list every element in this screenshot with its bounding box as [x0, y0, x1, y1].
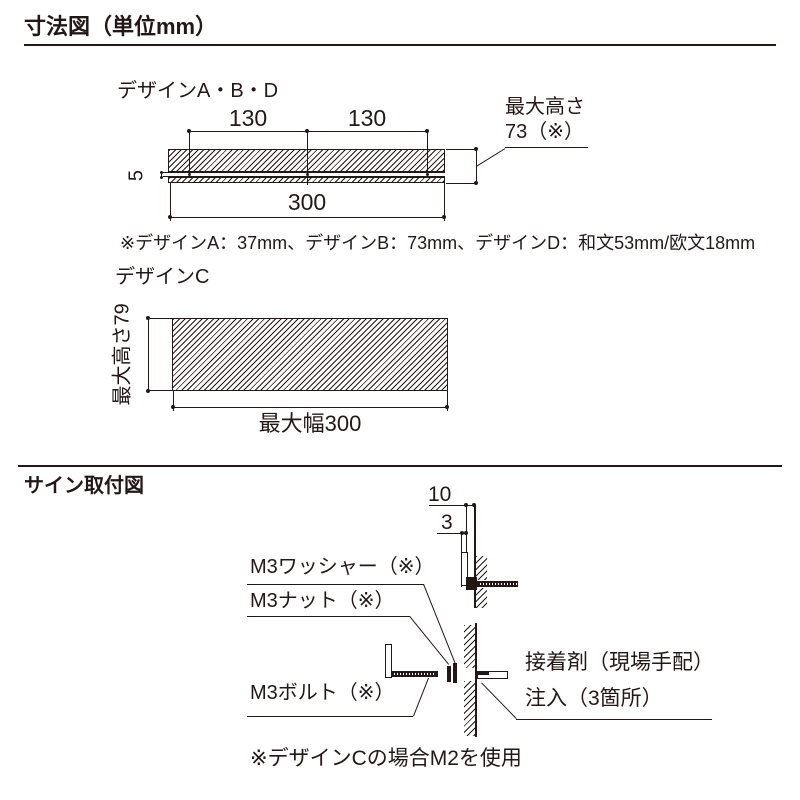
- extension-line: [148, 318, 172, 319]
- bolt-position-dot: [305, 172, 309, 176]
- dim-5: 5: [125, 169, 148, 182]
- dimension-line: [437, 533, 467, 534]
- section-title-mounting: サイン取付図: [24, 475, 144, 497]
- dim-300: 300: [287, 189, 327, 215]
- dim-130-left: 130: [228, 105, 268, 131]
- dim-dot: [146, 389, 150, 393]
- dim-dot: [442, 215, 446, 219]
- dim-dot: [159, 175, 163, 179]
- leader-line: [413, 677, 429, 717]
- sign-bar-hatch-top: [168, 149, 445, 172]
- callout-underline: [247, 584, 424, 585]
- wall-hatch: [464, 625, 475, 668]
- bolt-thread: [480, 583, 517, 585]
- extension-line: [148, 390, 172, 391]
- bolt-position-dot: [187, 172, 191, 176]
- design-abd-note: ※デザインA：37mm、デザインB：73mm、デザインD：和文53mm/欧文18…: [120, 233, 756, 253]
- callout-underline: [247, 616, 410, 617]
- bolt-position-dot: [425, 172, 429, 176]
- bolt-label: M3ボルト（※）: [250, 682, 395, 704]
- dim-dot: [168, 215, 172, 219]
- extension-line: [446, 149, 477, 150]
- design-c-panel: [172, 318, 448, 391]
- dimension-line: [170, 217, 444, 218]
- leader-line: [409, 616, 450, 665]
- extension-line: [444, 183, 445, 221]
- extension-line: [173, 391, 174, 411]
- sign-panel-section: [461, 552, 468, 586]
- leader-line: [476, 148, 506, 167]
- dimension-line: [429, 505, 475, 506]
- leader-line: [481, 682, 517, 719]
- dim-dot: [474, 147, 478, 151]
- extension-line: [446, 183, 477, 184]
- nut: [447, 666, 451, 682]
- callout-underline: [516, 719, 712, 720]
- section-title-dimensions: 寸法図（単位mm）: [24, 14, 218, 39]
- dim-dot: [159, 170, 163, 174]
- dimension-line: [148, 318, 149, 391]
- max-height-label-line2: 73（※）: [505, 121, 585, 143]
- callout-underline: [247, 716, 413, 717]
- sign-bar-hatch-bottom: [168, 177, 445, 183]
- washer-label: M3ワッシャー（※）: [250, 556, 435, 578]
- extension-line: [170, 183, 171, 221]
- extension-line: [466, 505, 467, 552]
- design-abd-label: デザインA・B・D: [117, 80, 279, 102]
- mounting-note: ※デザインCの場合M2を使用: [250, 747, 522, 770]
- drill-hole: [477, 671, 508, 679]
- wall-hatch: [464, 681, 475, 736]
- bolt-thread: [394, 673, 436, 675]
- nut-label: M3ナット（※）: [250, 590, 395, 612]
- design-c-label: デザインC: [115, 266, 210, 288]
- washer: [453, 663, 457, 683]
- dim-dot: [445, 405, 449, 409]
- dim-dot: [146, 316, 150, 320]
- divider: [24, 44, 776, 46]
- dimension-line: [173, 407, 447, 408]
- dim-dot: [171, 405, 175, 409]
- nut-washer-installed: [466, 577, 477, 590]
- divider: [18, 465, 782, 467]
- dim-dot: [474, 181, 478, 185]
- dimension-line: [161, 172, 162, 177]
- wall-hatch: [476, 588, 487, 608]
- dim-130-right: 130: [347, 105, 387, 131]
- leader-line: [505, 147, 588, 148]
- bolt-head: [385, 644, 392, 678]
- adhesive-mark: [477, 672, 489, 675]
- wall-hatch: [476, 556, 487, 580]
- design-c-height-dim: 最大高さ79: [111, 303, 134, 406]
- design-c-width-dim: 最大幅300: [258, 411, 362, 436]
- max-height-label-line1: 最大高さ: [505, 96, 585, 118]
- dim-3: 3: [441, 511, 453, 534]
- adhesive-label-line1: 接着剤（現場手配）: [525, 651, 714, 674]
- wall-line: [474, 505, 476, 608]
- base-plate-edge: [163, 172, 445, 177]
- wall-line: [475, 623, 477, 737]
- extension-line: [447, 391, 448, 411]
- dim-10: 10: [428, 483, 452, 506]
- dim-dot: [460, 531, 464, 535]
- adhesive-label-line2: 注入（3箇所）: [525, 687, 663, 710]
